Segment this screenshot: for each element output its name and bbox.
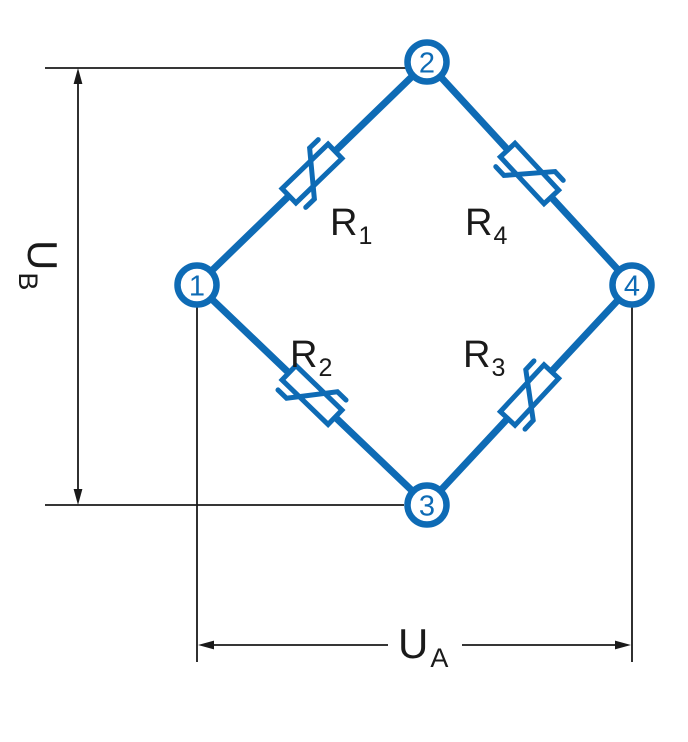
ua-dimension-group	[196, 306, 633, 662]
node-3-number: 3	[419, 490, 435, 522]
r4-label-main: R	[465, 202, 492, 244]
ua-label-subscript: A	[430, 643, 448, 673]
ub-voltage-label: UB	[13, 240, 66, 290]
r4-label-subscript: 4	[493, 222, 507, 250]
resistor-r3-symbol	[496, 358, 563, 432]
ub-label-main: U	[19, 240, 66, 270]
node-1-circle	[174, 262, 220, 308]
ub-arrowhead-up-icon	[73, 68, 83, 84]
resistor-r3-label: R3	[463, 334, 505, 382]
node-3-terminal: 3	[404, 482, 450, 528]
node-4-terminal: 4	[609, 262, 655, 308]
node-2-terminal: 2	[404, 39, 450, 85]
node-3-circle	[404, 482, 450, 528]
resistor-r1-label: R1	[330, 202, 372, 250]
ub-label-subscript: B	[13, 272, 43, 290]
bridge-branches-group	[193, 58, 636, 509]
node-1-terminal: 1	[174, 262, 220, 308]
ub-dimension-group	[45, 67, 409, 506]
resistor-r4-symbol	[493, 139, 566, 208]
resistor-r1-symbol	[278, 137, 346, 210]
ua-arrowhead-right-icon	[615, 640, 631, 650]
ua-arrowhead-left-icon	[198, 640, 214, 650]
ub-arrowhead-down-icon	[73, 489, 83, 505]
node-1-number: 1	[189, 270, 205, 302]
r3-label-subscript: 3	[491, 354, 505, 382]
ua-label-main: U	[398, 620, 428, 667]
r2-label-subscript: 2	[318, 354, 332, 382]
resistor-r2-label: R2	[290, 334, 332, 382]
resistor-r4-slash-icon	[493, 164, 566, 183]
resistor-r1-slash-icon	[303, 137, 321, 210]
node-4-circle	[609, 262, 655, 308]
node-2-number: 2	[419, 47, 435, 79]
resistor-r2-symbol	[275, 362, 349, 428]
r1-label-main: R	[330, 202, 357, 244]
resistor-r4-label: R4	[465, 202, 507, 250]
node-4-number: 4	[624, 270, 640, 302]
resistor-r3-slash-icon	[522, 358, 537, 432]
r1-label-subscript: 1	[358, 222, 372, 250]
resistor-r2-slash-icon	[275, 387, 349, 403]
r3-label-main: R	[463, 334, 490, 376]
node-2-circle	[404, 39, 450, 85]
r2-label-main: R	[290, 334, 317, 376]
ua-voltage-label: UA	[398, 620, 448, 673]
